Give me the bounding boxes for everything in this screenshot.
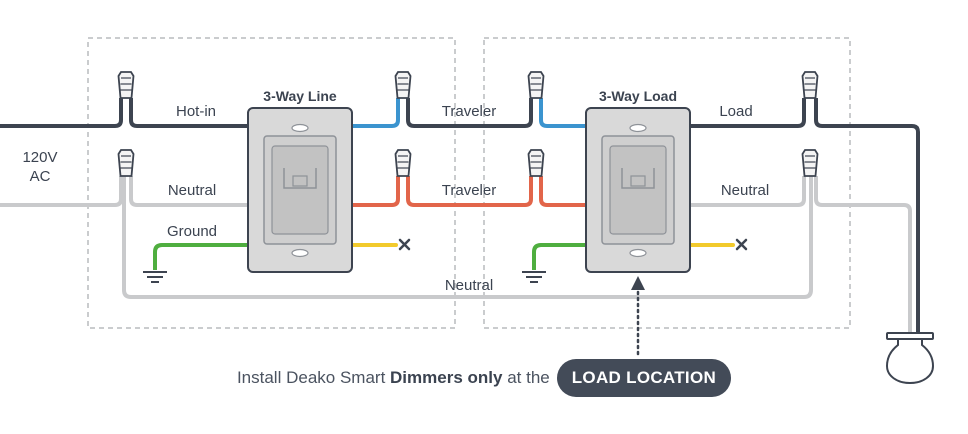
wire-nut-icon <box>394 149 412 177</box>
caption-bold-dimmers: Dimmers only <box>390 368 503 387</box>
install-caption: Install Deako Smart Dimmers only at the … <box>0 358 968 398</box>
light-bulb-icon <box>885 332 935 385</box>
hot-in-label: Hot-in <box>176 103 216 120</box>
traveler-wire-dark <box>406 98 533 128</box>
switch-3way-line <box>247 107 353 273</box>
wire-nut-icon <box>117 71 135 99</box>
traveler-top-label: Traveler <box>442 103 496 120</box>
traveler-wire-blue <box>352 98 588 128</box>
wire-nut-icon <box>801 149 819 177</box>
source-type-label: AC <box>30 168 51 185</box>
switch-line-title: 3-Way Line <box>263 88 337 104</box>
switch-3way-load <box>585 107 691 273</box>
ground-wires <box>153 243 588 270</box>
wire-nut-icon <box>117 149 135 177</box>
caption-middle: at the <box>507 368 550 387</box>
dotted-arrow-up-icon <box>631 276 645 358</box>
junction-box-right <box>483 37 851 329</box>
traveler-bottom-label: Traveler <box>442 182 496 199</box>
switch-load-title: 3-Way Load <box>599 88 677 104</box>
ground-symbol-icon <box>522 271 546 283</box>
ground-label: Ground <box>167 223 217 240</box>
caption-prefix: Install Deako Smart <box>236 368 386 387</box>
ground-symbol-icon <box>143 271 167 283</box>
wire-nut-icon <box>527 71 545 99</box>
x-cap-icon <box>398 238 411 251</box>
hot-wires <box>0 98 920 333</box>
neutral-left-label: Neutral <box>168 182 216 199</box>
load-label: Load <box>719 103 752 120</box>
junction-box-left <box>87 37 456 329</box>
neutral-bottom-label: Neutral <box>445 277 493 294</box>
traveler-wire-red <box>352 176 588 207</box>
neutral-wires <box>0 176 912 333</box>
x-cap-icon <box>735 238 748 251</box>
wire-nut-icon <box>394 71 412 99</box>
load-location-badge: LOAD LOCATION <box>556 359 732 397</box>
neutral-right-label: Neutral <box>721 182 769 199</box>
source-voltage-label: 120V <box>22 149 57 166</box>
wire-nut-icon <box>527 149 545 177</box>
wire-nut-icon <box>801 71 819 99</box>
